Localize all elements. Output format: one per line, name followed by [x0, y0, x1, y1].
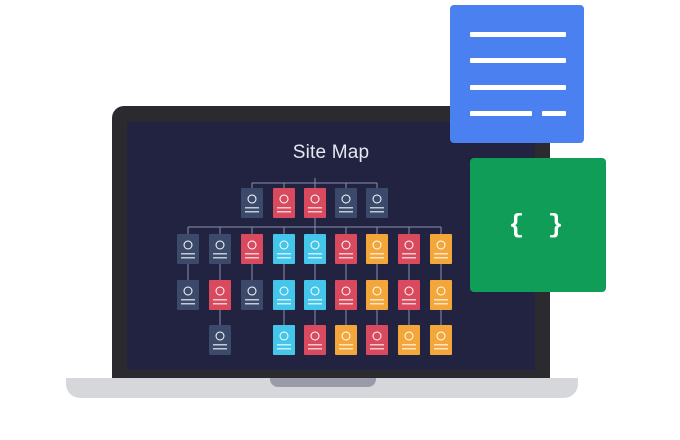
site-map-node: [177, 234, 199, 264]
site-map-node: [398, 325, 420, 355]
site-map-node: [241, 280, 263, 310]
site-map-node: [304, 188, 326, 218]
site-map-node: [430, 325, 452, 355]
site-map-title: Site Map: [292, 142, 370, 163]
code-glyph: { }: [508, 210, 568, 240]
site-map-node: [209, 325, 231, 355]
site-map-node: [430, 234, 452, 264]
site-map-node: [241, 188, 263, 218]
site-map-diagram: [177, 178, 452, 355]
site-map-node: [273, 325, 295, 355]
site-map-node: [430, 280, 452, 310]
laptop-base: [66, 378, 578, 398]
site-map-node: [273, 188, 295, 218]
site-map-node: [335, 234, 357, 264]
site-map-node: [366, 280, 388, 310]
site-map-node: [241, 234, 263, 264]
site-map-node: [177, 280, 199, 310]
document-line: [470, 85, 566, 90]
site-map-node: [335, 188, 357, 218]
curly-braces-icon: { }: [470, 158, 606, 292]
site-map-node: [335, 325, 357, 355]
site-map-node: [273, 280, 295, 310]
site-map-node: [366, 188, 388, 218]
document-line: [542, 111, 566, 116]
site-map-node: [366, 325, 388, 355]
site-map-node: [398, 234, 420, 264]
site-map-node: [366, 234, 388, 264]
site-map-node: [209, 234, 231, 264]
site-map-node: [273, 234, 295, 264]
site-map-node: [398, 280, 420, 310]
document-line: [470, 58, 566, 63]
laptop-notch: [270, 378, 376, 387]
site-map-node: [335, 280, 357, 310]
site-map-node: [209, 280, 231, 310]
document-line: [470, 32, 566, 37]
laptop-screen: Site Map: [127, 122, 535, 370]
document-line: [470, 111, 532, 116]
document-lines-icon: [450, 5, 584, 143]
site-map-node: [304, 234, 326, 264]
site-map-node: [304, 280, 326, 310]
site-map-node: [304, 325, 326, 355]
